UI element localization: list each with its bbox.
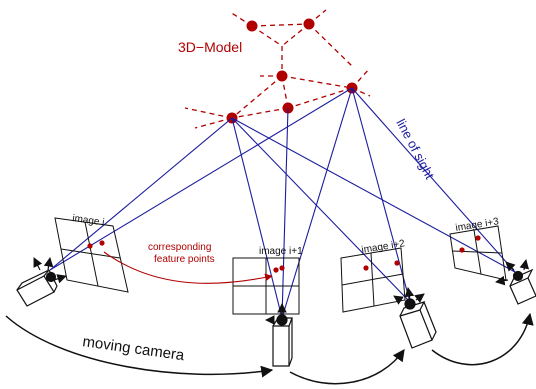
feature-points-label: feature points <box>154 254 215 265</box>
camera-motion <box>5 312 534 385</box>
feature-point <box>279 265 285 271</box>
corresponding-label: corresponding <box>148 242 211 253</box>
feature-points <box>87 235 481 273</box>
image-i2-label: image i+2 <box>361 238 406 256</box>
feature-point <box>394 260 400 266</box>
camera-i-icon <box>16 257 67 307</box>
image-plane-i3 <box>449 225 507 281</box>
model-point <box>246 20 258 32</box>
3d-model <box>184 9 371 129</box>
image-i3-label: image i+3 <box>455 216 500 234</box>
feature-point <box>99 240 105 246</box>
feature-point <box>87 243 93 249</box>
model-point <box>303 18 315 30</box>
model-point <box>276 70 288 82</box>
sight-lines <box>49 87 516 319</box>
feature-point <box>363 265 369 271</box>
feature-point <box>459 247 465 253</box>
image-i1-label: image i+1 <box>259 246 303 257</box>
cameras <box>16 257 536 367</box>
model-label: 3D−Model <box>178 39 242 55</box>
correspondence-arrow <box>103 251 273 284</box>
image-i-label: image i <box>72 213 105 228</box>
feature-point <box>273 267 279 273</box>
model-points <box>226 18 358 124</box>
camera-i3-icon <box>495 259 536 305</box>
feature-point <box>475 235 481 241</box>
image-plane-i2 <box>340 247 406 313</box>
line-of-sight-label: line of sight <box>393 116 437 181</box>
image-plane-i1 <box>232 257 300 315</box>
camera-i1-icon <box>265 303 293 367</box>
camera-i2-icon <box>393 287 437 349</box>
